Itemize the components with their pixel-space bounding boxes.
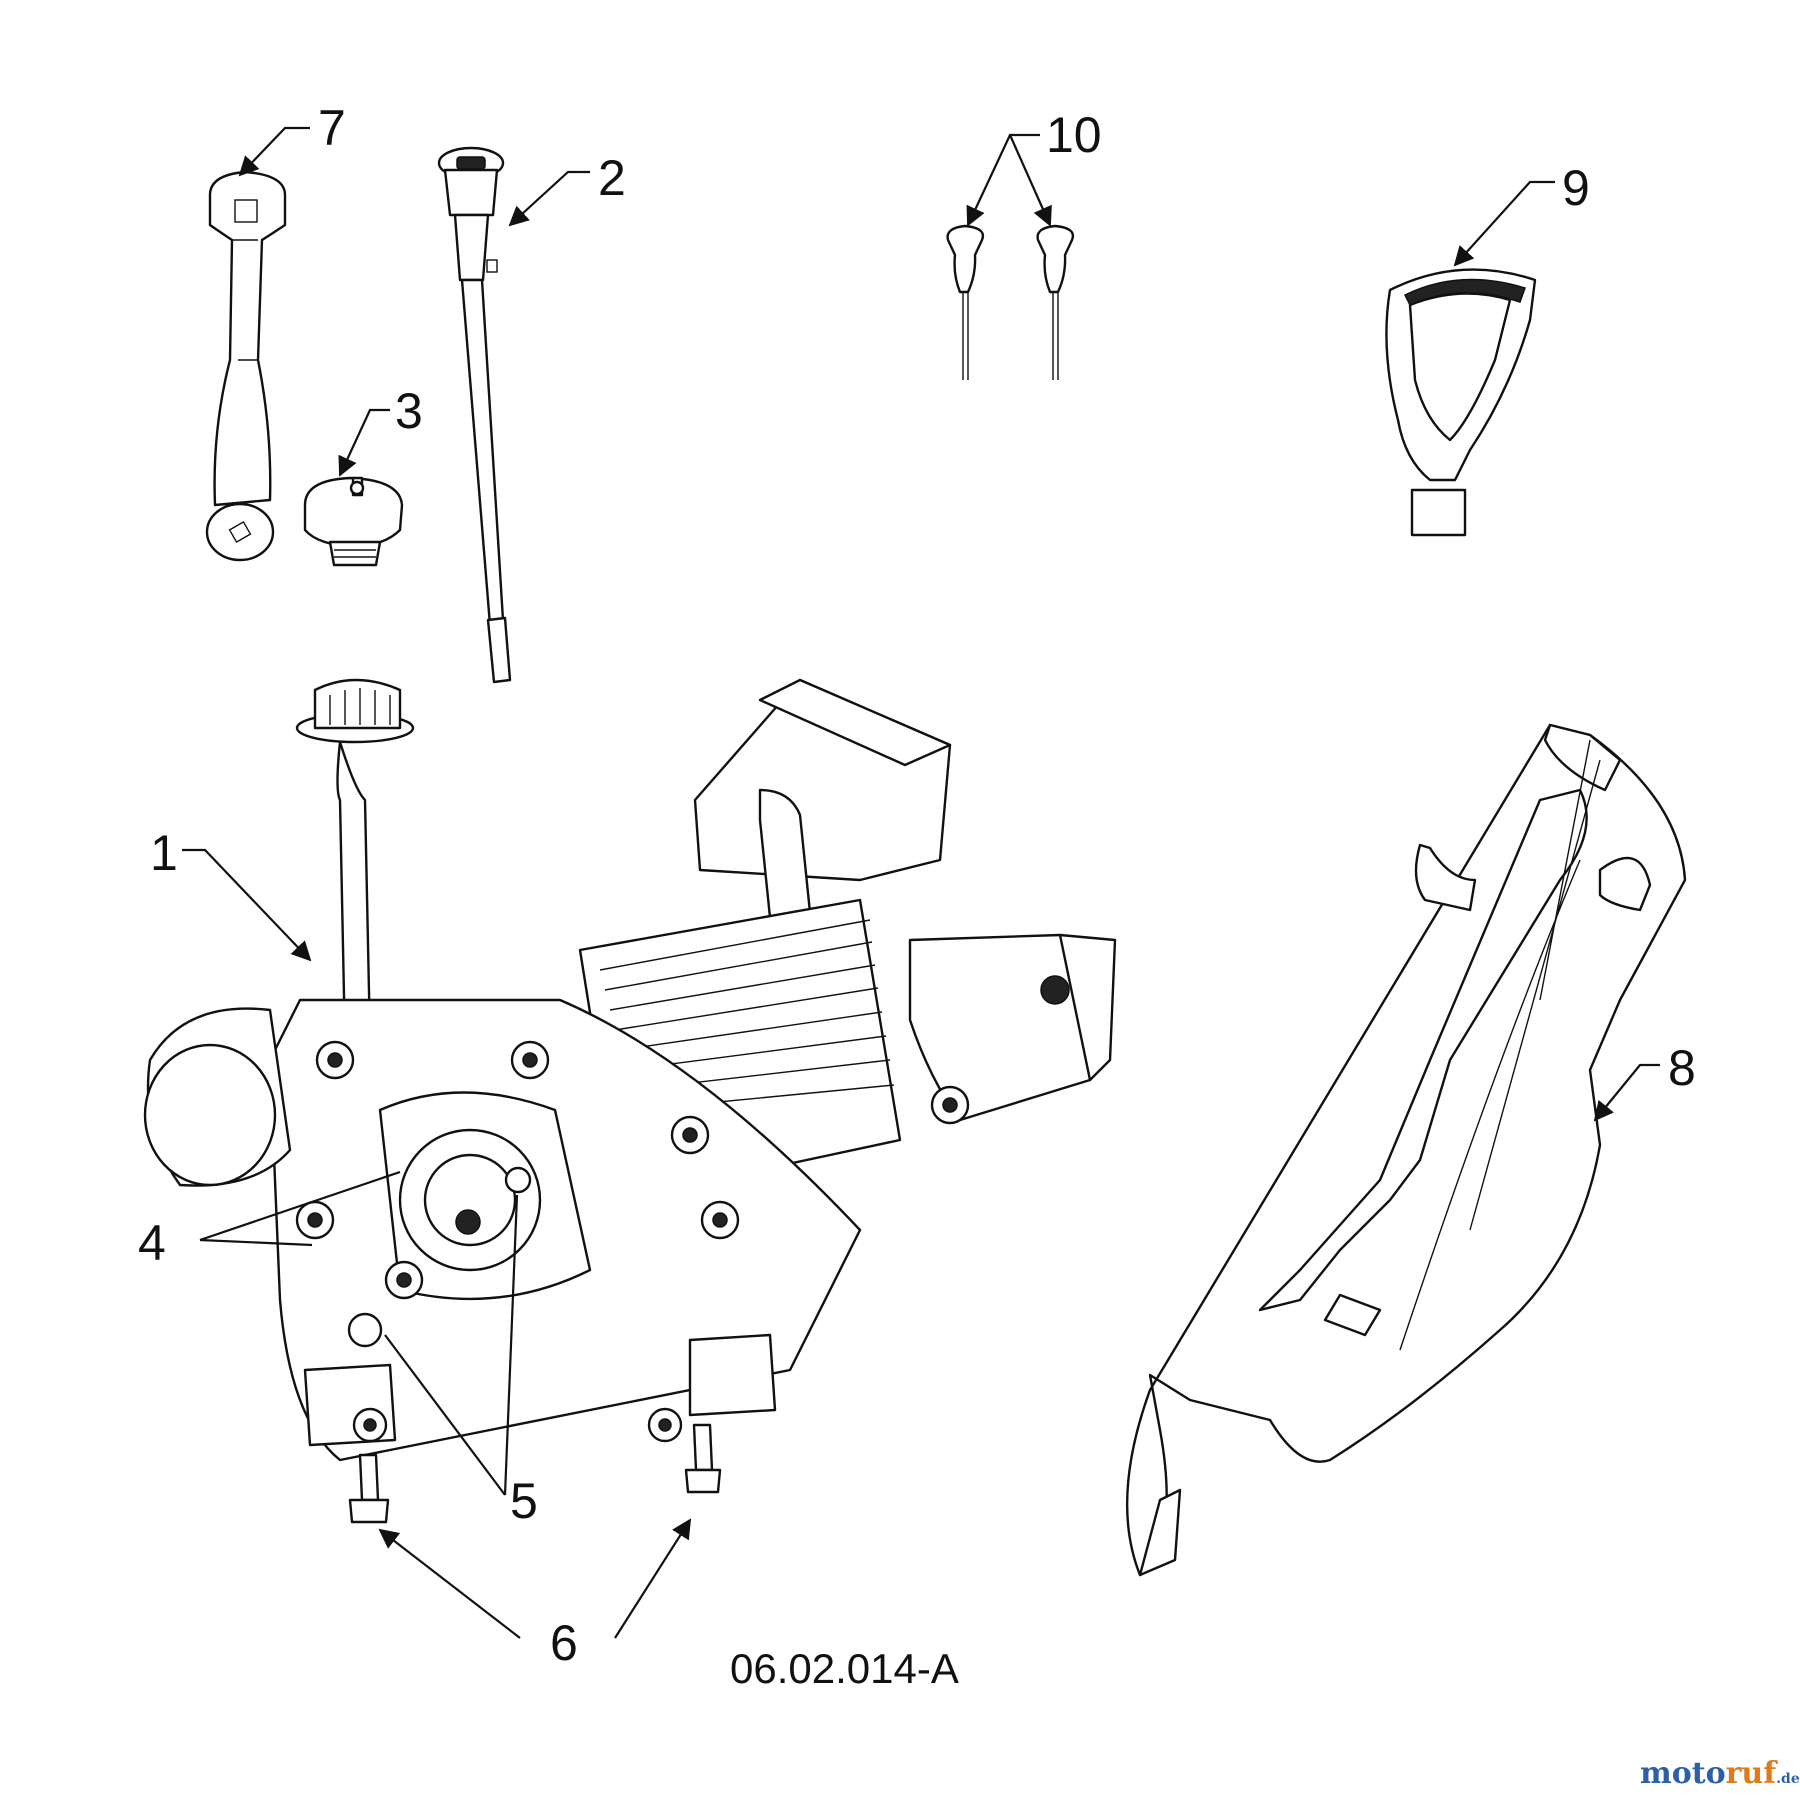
callout-2: 2 [598, 150, 626, 206]
watermark-part-2: ruf [1725, 1756, 1777, 1791]
diagram-reference-code: 06.02.014-A [730, 1645, 959, 1692]
part-7-wrench [205, 170, 287, 562]
watermark-part-3: .de [1776, 1771, 1800, 1787]
part-2-dipstick [437, 146, 512, 684]
watermark-part-1: moto [1640, 1756, 1726, 1791]
watermark: motoruf.de [1640, 1756, 1800, 1791]
callout-1: 1 [150, 825, 178, 881]
callout-6: 6 [550, 1615, 578, 1671]
callout-8: 8 [1668, 1040, 1696, 1096]
callout-3: 3 [395, 383, 423, 439]
part-10-knobs [946, 224, 1075, 380]
callout-leaders [182, 126, 1660, 1639]
callout-7: 7 [318, 100, 346, 156]
callout-5: 5 [510, 1473, 538, 1529]
callout-numbers: 7 2 3 10 9 1 8 4 5 6 [138, 100, 1696, 1671]
callout-4: 4 [138, 1215, 166, 1271]
part-9-handle [1385, 268, 1537, 537]
callout-9: 9 [1562, 160, 1590, 216]
engine-assembly [143, 678, 1117, 1524]
part-3-fuel-cap [303, 476, 404, 567]
part-8-shroud [1125, 723, 1687, 1577]
callout-10: 10 [1046, 107, 1102, 163]
